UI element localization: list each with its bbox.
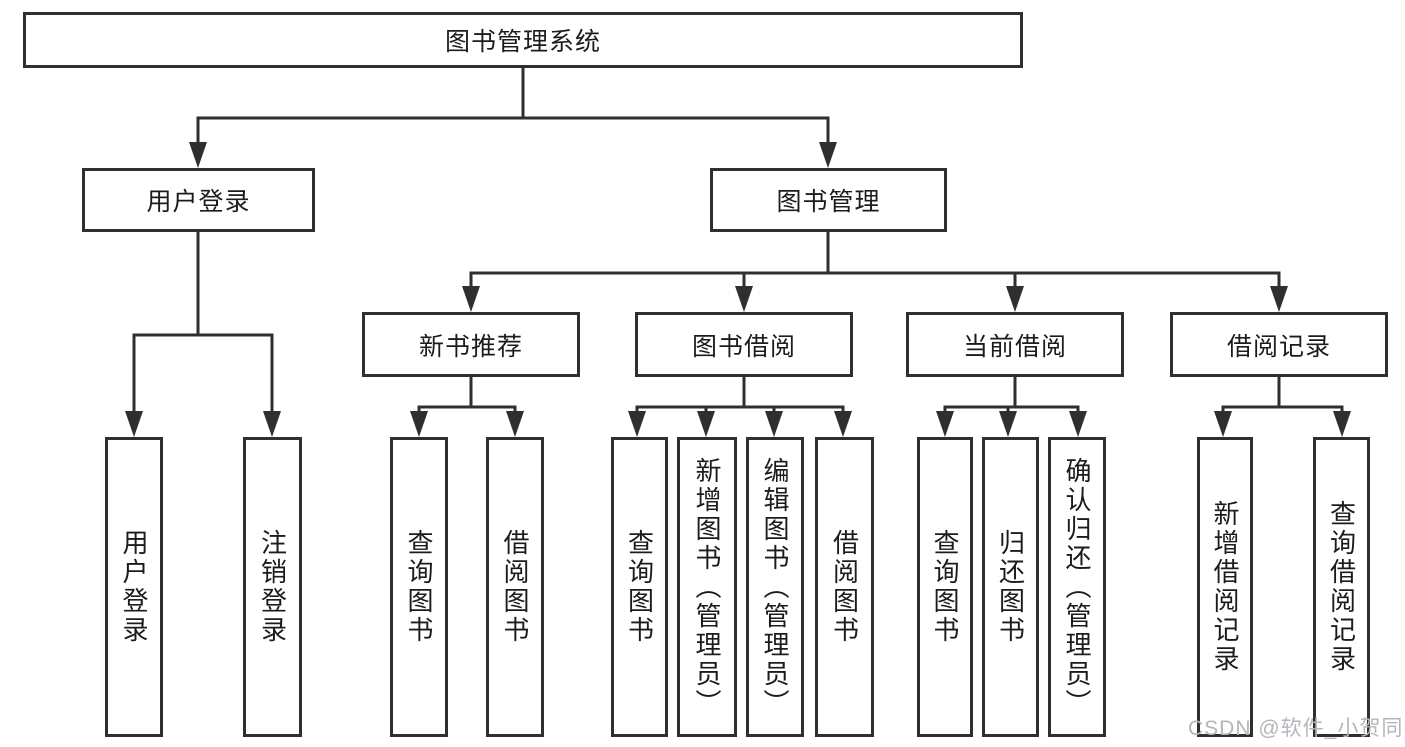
leaf-query-books-current: 查询图书 xyxy=(917,437,973,737)
connector-new-book-recommend-children xyxy=(410,375,524,437)
watermark: CSDN @软件_小贺同学 xyxy=(1188,717,1405,740)
node-library-management-system: 图书管理系统 xyxy=(23,12,1023,68)
leaf-query-books-borrowing: 查询图书 xyxy=(611,437,668,737)
connector-root-to-level1 xyxy=(189,66,837,168)
connector-book-borrowing-children xyxy=(628,375,852,437)
leaf-borrow-books-borrowing: 借阅图书 xyxy=(815,437,874,737)
connector-current-borrowing-children xyxy=(936,375,1087,437)
connector-borrowing-records-children xyxy=(1214,375,1351,437)
leaf-user-login: 用户登录 xyxy=(105,437,163,737)
node-book-borrowing: 图书借阅 xyxy=(635,312,853,377)
node-current-borrowing: 当前借阅 xyxy=(906,312,1124,377)
leaf-edit-book-admin: 编辑图书（管理员） xyxy=(746,437,804,737)
node-user-login: 用户登录 xyxy=(82,168,315,232)
node-book-management: 图书管理 xyxy=(710,168,947,232)
leaf-add-book-admin: 新增图书（管理员） xyxy=(677,437,737,737)
connector-user-login-children xyxy=(125,230,281,437)
node-borrowing-records: 借阅记录 xyxy=(1170,312,1388,377)
leaf-query-books-recommend: 查询图书 xyxy=(390,437,448,737)
node-new-book-recommend: 新书推荐 xyxy=(362,312,580,377)
leaf-logout-login: 注销登录 xyxy=(243,437,302,737)
connector-book-management-children xyxy=(462,230,1288,312)
leaf-confirm-return-admin: 确认归还（管理员） xyxy=(1048,437,1106,737)
leaf-query-borrow-record: 查询借阅记录 xyxy=(1313,437,1370,737)
leaf-add-borrow-record: 新增借阅记录 xyxy=(1197,437,1253,737)
leaf-return-books: 归还图书 xyxy=(982,437,1039,737)
leaf-borrow-books-recommend: 借阅图书 xyxy=(486,437,544,737)
